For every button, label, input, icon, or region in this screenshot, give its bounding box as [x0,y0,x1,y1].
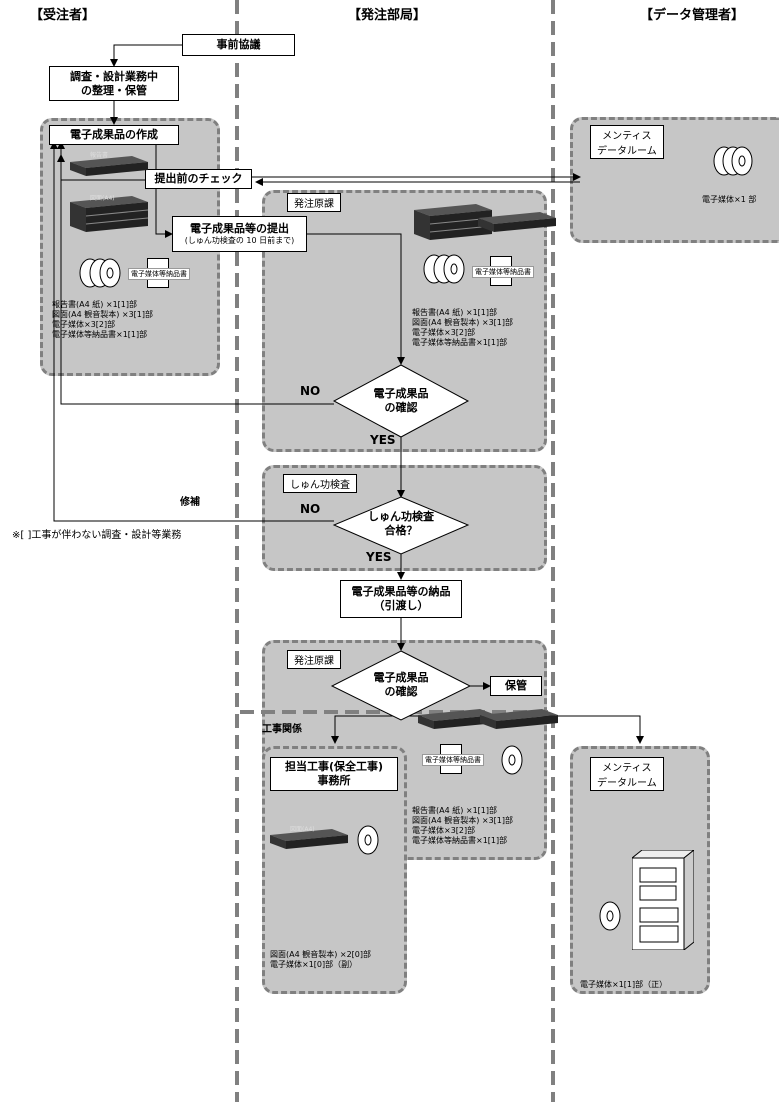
decision-confirm1-line2: の確認 [356,401,446,415]
mentis-label: メンティス データルーム [590,125,664,159]
contractor-quantities: 報告書(A4 紙) ×1[1]部 図面(A4 観音製本) ×3[1]部 電子媒体… [52,300,153,340]
submit-note: (しゅん功検査の 10 日前まで) [185,236,295,246]
organize-storage-line2: の整理・保管 [81,84,147,98]
filing-cabinet-icon [632,850,694,950]
prior-consultation-box: 事前協議 [182,34,295,56]
decision-inspection-text: しゅん功検査 合格？ [356,510,446,539]
deliver-line1: 電子成果品等の納品 [352,585,451,599]
decision-inspection-line2: 合格？ [356,524,446,538]
dept-disc-stack-icon [420,254,468,284]
create-products-box: 電子成果品の作成 [49,125,179,145]
repair-label: 修補 [180,497,200,509]
decision-confirm2-line1: 電子成果品 [356,671,446,685]
report-book-icon [70,152,148,178]
mentis-disc-icon [712,145,756,177]
mentis2-label-line1: メンティス [597,759,657,774]
create-products-label: 電子成果品の作成 [70,128,158,142]
dept2-disc-icon [500,744,524,776]
mentis-label-line1: メンティス [597,127,657,142]
drawing-caption: 図面(A4) [90,195,115,202]
no-label-1: NO [300,384,320,398]
deliver-line2: （引渡し） [374,599,429,613]
storage-box: 保管 [490,676,542,696]
dept-delivery-note-caption: 電子媒体等納品書 [472,266,534,278]
submit-products-label: 電子成果品等の提出 [190,222,289,236]
report-caption: 報告書 [90,152,108,159]
footnote: ※[ ]工事が伴わない調査・設計等業務 [12,530,181,542]
organize-storage-line1: 調査・設計業務中 [70,70,158,84]
decision-confirm2-line2: の確認 [356,685,446,699]
delivery-note-caption: 電子媒体等納品書 [128,268,190,280]
pre-submission-check-box: 提出前のチェック [145,169,252,189]
pre-submission-check-label: 提出前のチェック [155,172,243,186]
office-quantities: 図面(A4 観音製本) ×2[0]部 電子媒体×1[0]部（副） [270,950,371,970]
ordering-dept-label: 発注原課 [287,193,341,212]
submit-products-box: 電子成果品等の提出 (しゅん功検査の 10 日前まで) [172,216,307,252]
prior-consultation-label: 事前協議 [217,38,261,52]
mentis-label-line2: データルーム [597,142,657,157]
mentis-quantities: 電子媒体×1 部 [702,195,756,205]
disc-stack-icon [76,258,124,288]
no-label-2: NO [300,502,320,516]
office-disc-icon [356,824,380,856]
yes-label-1: YES [370,433,396,447]
office-line1: 担当工事(保全工事) [285,760,383,774]
dept2-drawing-book-icon [480,705,558,731]
yes-label-2: YES [366,550,392,564]
storage-label: 保管 [505,679,527,693]
office-drawing-caption: 図面(A4) [290,826,315,833]
decision-inspection-line1: しゅん功検査 [356,510,446,524]
dept2-delivery-note-caption: 電子媒体等納品書 [422,754,484,766]
ordering-dept2-label: 発注原課 [287,650,341,669]
mentis2-label: メンティス データルーム [590,757,664,791]
ordering-dept-quantities: 報告書(A4 紙) ×1[1]部 図面(A4 観音製本) ×3[1]部 電子媒体… [412,308,513,348]
mentis2-disc-icon [598,900,622,932]
dept-report-book-icon [478,208,556,234]
completion-inspection-label: しゅん功検査 [283,474,357,493]
decision-confirm1-text: 電子成果品 の確認 [356,387,446,416]
construction-related-label: 工事関係 [262,724,302,736]
ordering-dept2-quantities: 報告書(A4 紙) ×1[1]部 図面(A4 観音製本) ×3[1]部 電子媒体… [412,806,513,846]
organize-storage-box: 調査・設計業務中 の整理・保管 [49,66,179,101]
deliver-box: 電子成果品等の納品 （引渡し） [340,580,462,618]
decision-confirm2-text: 電子成果品 の確認 [356,671,446,700]
office-line2: 事務所 [318,774,351,788]
office-box: 担当工事(保全工事) 事務所 [270,757,398,791]
decision-confirm1-line1: 電子成果品 [356,387,446,401]
mentis2-label-line2: データルーム [597,774,657,789]
mentis2-quantities: 電子媒体×1[1]部（正） [580,980,667,990]
